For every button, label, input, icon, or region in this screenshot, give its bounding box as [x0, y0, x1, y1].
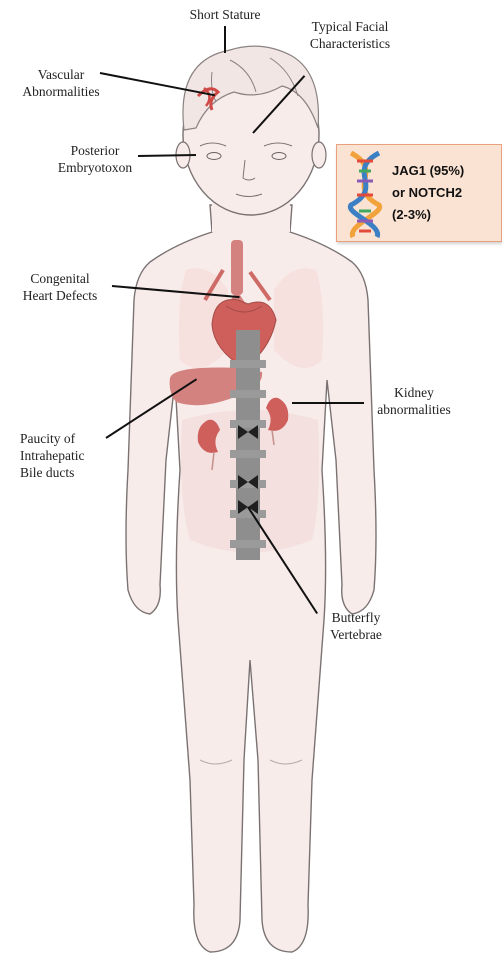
label-bile-line2: Intrahepatic [20, 447, 110, 464]
dna-helix-icon [341, 147, 389, 239]
label-butterfly-line1: Butterfly [310, 609, 402, 626]
label-vascular: Vascular Abnormalities [16, 66, 106, 100]
gene-info-box: JAG1 (95%) or NOTCH2 (2-3%) [336, 144, 502, 242]
label-kidney-line1: Kidney [364, 384, 464, 401]
gene-line-jag1: JAG1 (95%) [392, 160, 500, 182]
label-short-stature: Short Stature [160, 6, 290, 23]
label-bile: Paucity of Intrahepatic Bile ducts [20, 430, 110, 481]
leader-line-short-stature [224, 26, 226, 53]
label-kidney-line2: abnormalities [364, 401, 464, 418]
label-posterior-line2: Embryotoxon [50, 159, 140, 176]
label-heart: Congenital Heart Defects [8, 270, 112, 304]
label-heart-line1: Congenital [8, 270, 112, 287]
gene-text: JAG1 (95%) or NOTCH2 (2-3%) [392, 160, 500, 226]
label-bile-line1: Paucity of [20, 430, 110, 447]
gene-line-percent: (2-3%) [392, 204, 500, 226]
gene-line-notch2: or NOTCH2 [392, 182, 500, 204]
label-facial-line1: Typical Facial [288, 18, 412, 35]
label-facial-line2: Characteristics [288, 35, 412, 52]
label-kidney: Kidney abnormalities [364, 384, 464, 418]
label-heart-line2: Heart Defects [8, 287, 112, 304]
label-posterior-line1: Posterior [50, 142, 140, 159]
label-butterfly-line2: Vertebrae [310, 626, 402, 643]
label-bile-line3: Bile ducts [20, 464, 110, 481]
label-vascular-line2: Abnormalities [16, 83, 106, 100]
leader-line-kidney [292, 402, 364, 404]
label-butterfly: Butterfly Vertebrae [310, 609, 402, 643]
label-facial: Typical Facial Characteristics [288, 18, 412, 52]
label-vascular-line1: Vascular [16, 66, 106, 83]
label-posterior: Posterior Embryotoxon [50, 142, 140, 176]
